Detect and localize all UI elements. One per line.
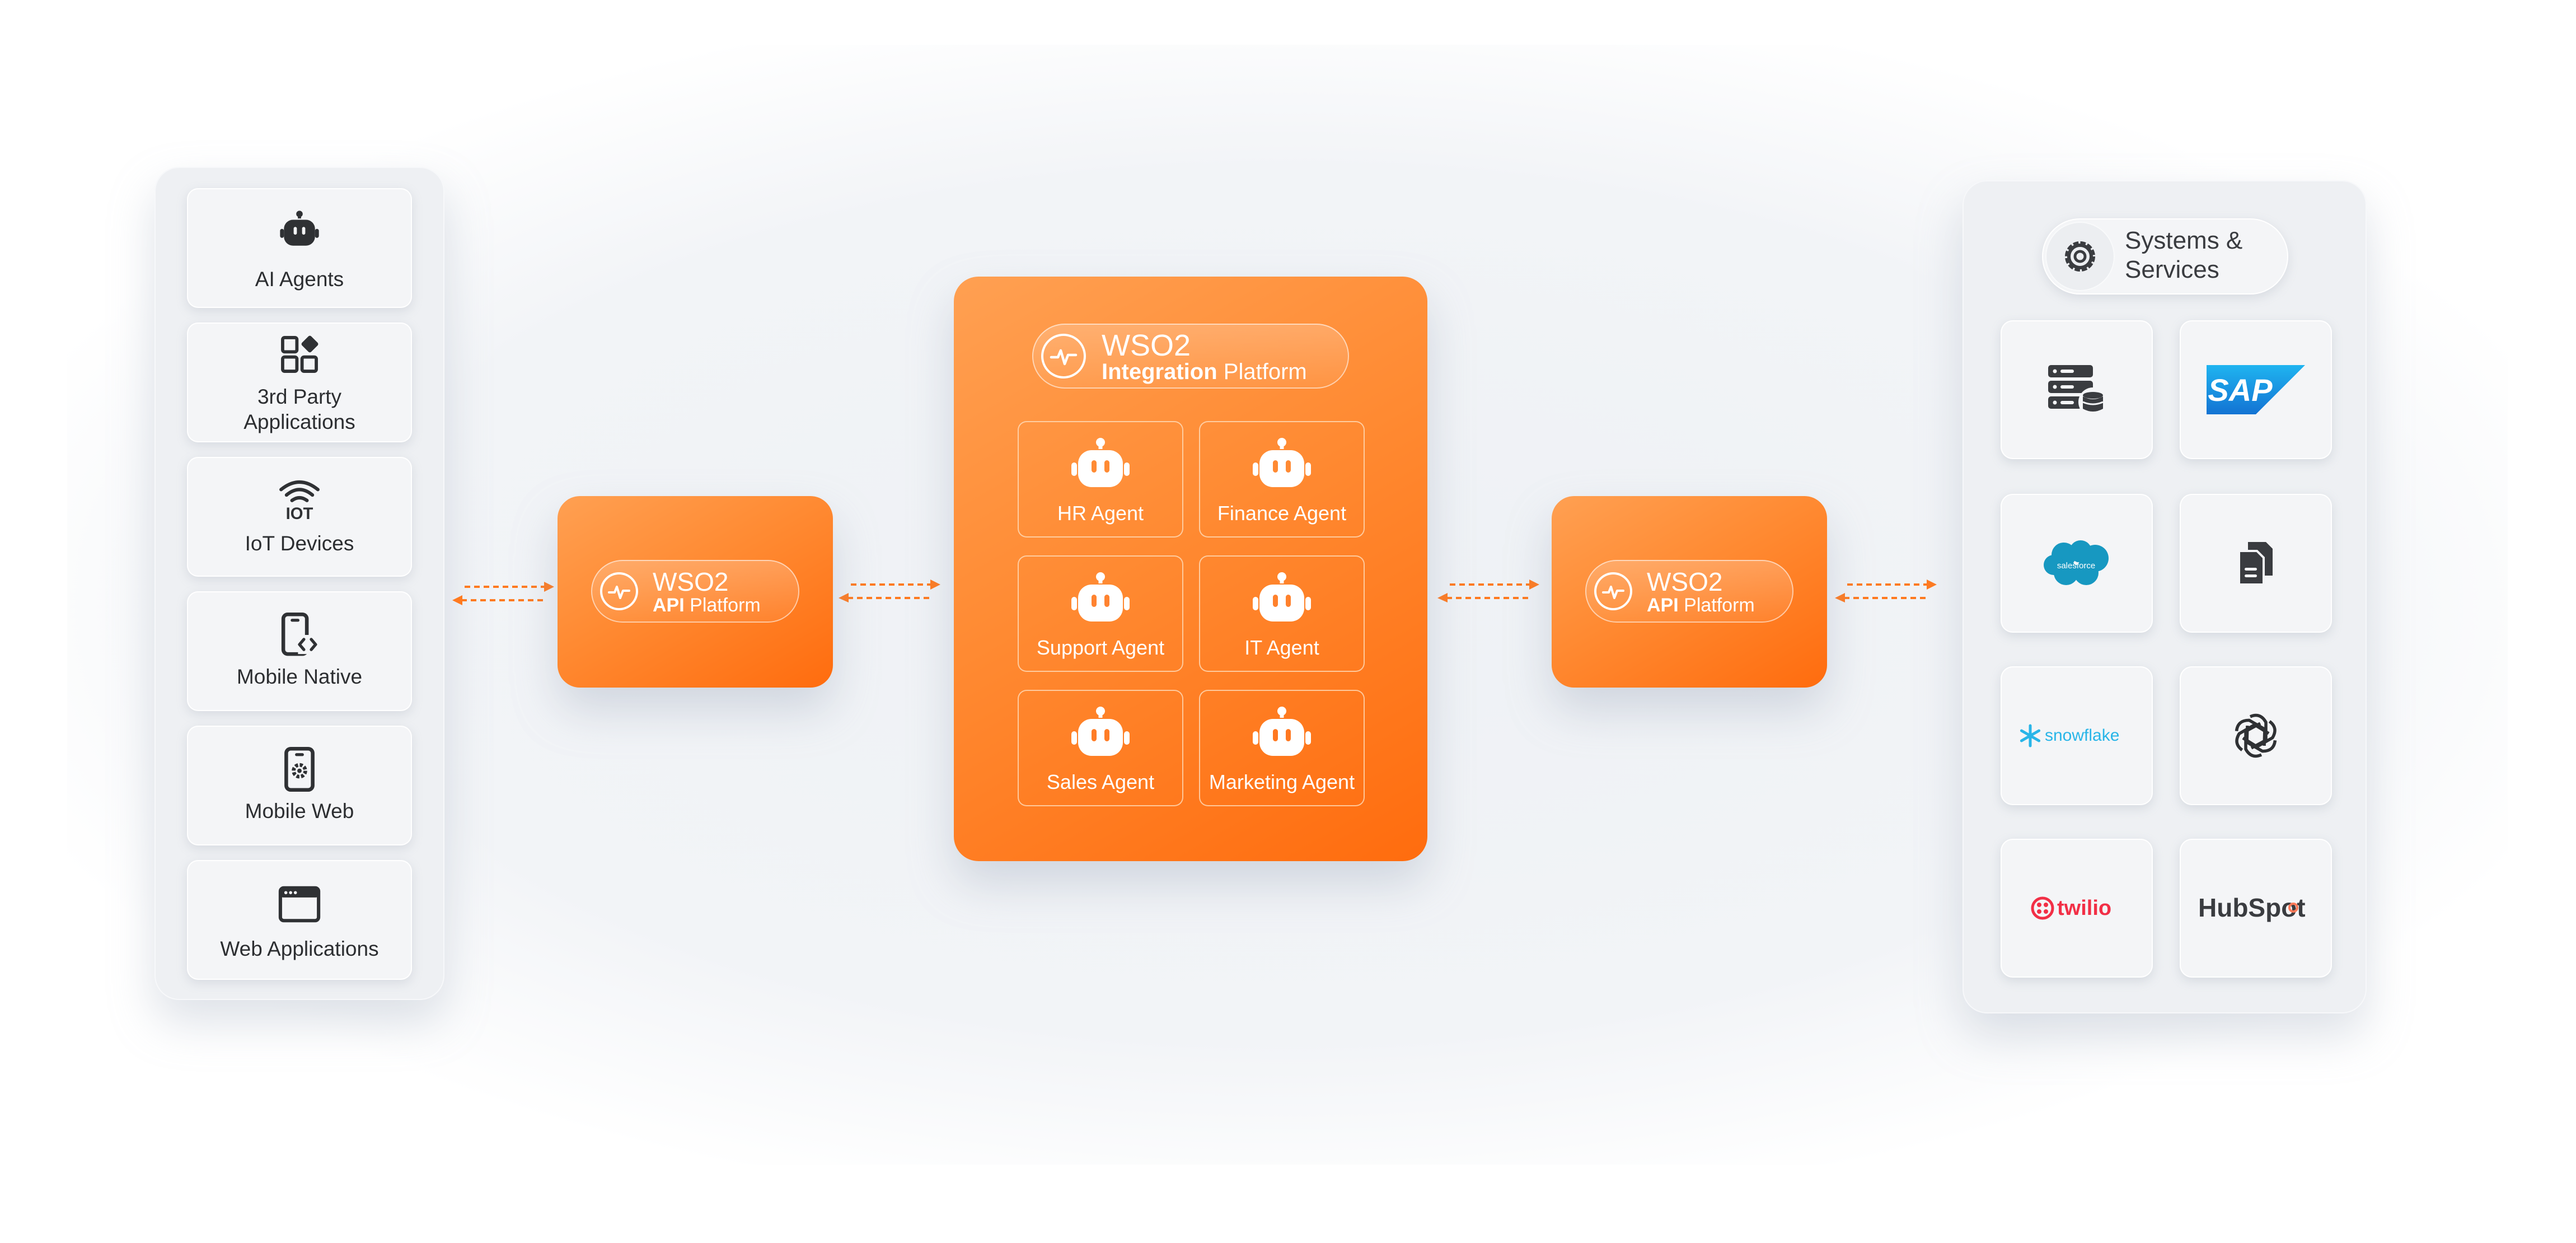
service-card-documents[interactable]: [2180, 494, 2332, 633]
api-platform-badge: WSO2 API Platform: [591, 560, 799, 623]
api-platform-right[interactable]: WSO2 API Platform: [1552, 496, 1827, 688]
product-label: API Platform: [653, 596, 761, 615]
source-card-third-party[interactable]: 3rd Party Applications: [187, 323, 412, 442]
agent-label: Sales Agent: [1046, 770, 1155, 793]
pulse-logo-icon: [1041, 334, 1086, 378]
source-label: IoT Devices: [245, 532, 354, 555]
bidirectional-arrow-3: [1437, 580, 1539, 602]
salesforce-logo-text: salesforce: [2057, 561, 2095, 571]
source-label: Mobile Native: [236, 665, 363, 688]
service-card-database[interactable]: [2001, 320, 2153, 459]
agent-card-hr[interactable]: HR Agent: [1018, 421, 1183, 538]
bidirectional-arrow-2: [839, 580, 940, 602]
agent-card-marketing[interactable]: Marketing Agent: [1199, 690, 1365, 806]
source-card-web-apps[interactable]: Web Applications: [187, 860, 412, 980]
source-label: Mobile Web: [245, 800, 354, 823]
agent-label: HR Agent: [1057, 502, 1144, 525]
robot-icon: [1253, 572, 1311, 622]
agent-label: Finance Agent: [1217, 502, 1347, 525]
service-card-sap[interactable]: SAP: [2180, 320, 2332, 459]
robot-icon: [1253, 707, 1311, 756]
agent-label: IT Agent: [1244, 636, 1319, 659]
agent-label: Marketing Agent: [1209, 770, 1355, 793]
snowflake-logo: snowflake: [2020, 724, 2119, 747]
twilio-logo: twilio: [2031, 896, 2111, 920]
database-server-icon: [2048, 365, 2107, 417]
sap-logo: SAP: [2207, 365, 2305, 414]
product-label-bold: API: [653, 595, 685, 616]
documents-icon: [2238, 542, 2273, 586]
hubspot-logo-text: HubSpot: [2198, 893, 2306, 922]
brand-label: WSO2: [653, 567, 729, 596]
sap-logo-text: SAP: [2208, 372, 2273, 408]
agent-card-finance[interactable]: Finance Agent: [1199, 421, 1365, 538]
agent-card-support[interactable]: Support Agent: [1018, 555, 1183, 672]
iot-wifi-icon: IOT: [279, 480, 320, 520]
agent-card-it[interactable]: IT Agent: [1199, 555, 1365, 672]
browser-window-icon: [278, 886, 321, 923]
source-label: AI Agents: [255, 268, 344, 291]
product-label-bold: API: [1647, 595, 1679, 616]
integration-platform-badge: WSO2 Integration Platform: [1032, 324, 1349, 389]
systems-title: Systems & Services: [2125, 227, 2243, 283]
service-card-twilio[interactable]: twilio: [2001, 839, 2153, 978]
source-card-ai-agents[interactable]: AI Agents: [187, 188, 412, 308]
robot-icon: [1071, 572, 1130, 622]
robot-icon: [1253, 438, 1311, 487]
sources-panel: AI Agents 3rd Party Applications IOT IoT…: [154, 167, 444, 1000]
product-label: API Platform: [1647, 596, 1755, 615]
snowflake-logo-text: snowflake: [2045, 726, 2119, 745]
service-card-hubspot[interactable]: HubSpot: [2180, 839, 2332, 978]
brand-label: WSO2: [1102, 329, 1191, 362]
openai-logo: [2235, 713, 2277, 758]
robot-icon: [1071, 707, 1130, 756]
source-card-iot[interactable]: IOT IoT Devices: [187, 457, 412, 577]
gear-icon: [2045, 222, 2115, 291]
integration-platform[interactable]: WSO2 Integration Platform HR Agent Fin: [954, 277, 1427, 861]
robot-icon: [1071, 438, 1130, 487]
service-card-openai[interactable]: [2180, 666, 2332, 805]
systems-header: Systems & Services: [2042, 218, 2288, 295]
source-label: 3rd Party Applications: [243, 385, 355, 433]
service-card-snowflake[interactable]: snowflake: [2001, 666, 2153, 805]
product-label-rest: Platform: [690, 595, 761, 616]
robot-icon: [280, 211, 319, 246]
api-platform-left[interactable]: WSO2 API Platform: [558, 496, 833, 688]
source-label: Web Applications: [220, 937, 379, 960]
mobile-gear-icon: [284, 746, 315, 792]
product-label-rest: Platform: [1684, 595, 1755, 616]
product-label-bold: Integration: [1102, 359, 1217, 384]
api-platform-badge: WSO2 API Platform: [1585, 560, 1793, 623]
svg-text:IOT: IOT: [286, 505, 313, 520]
agent-label: Support Agent: [1036, 636, 1165, 659]
app-grid-icon: [281, 335, 319, 373]
service-card-salesforce[interactable]: salesforce: [2001, 494, 2153, 633]
product-label: Integration Platform: [1102, 361, 1307, 383]
bidirectional-arrow-1: [452, 582, 554, 605]
bidirectional-arrow-4: [1835, 580, 1937, 602]
salesforce-logo: salesforce: [2044, 540, 2109, 585]
source-card-mobile-web[interactable]: Mobile Web: [187, 726, 412, 845]
hubspot-logo: HubSpot: [2198, 893, 2306, 922]
pulse-logo-icon: [600, 572, 638, 610]
twilio-logo-text: twilio: [2057, 896, 2111, 920]
agent-card-sales[interactable]: Sales Agent: [1018, 690, 1183, 806]
pulse-logo-icon: [1594, 572, 1632, 610]
product-label-rest: Platform: [1223, 359, 1307, 384]
brand-label: WSO2: [1647, 567, 1723, 596]
source-card-mobile-native[interactable]: Mobile Native: [187, 591, 412, 711]
mobile-code-icon: [281, 612, 319, 656]
systems-panel: Systems & Services SAP: [1963, 180, 2367, 1013]
